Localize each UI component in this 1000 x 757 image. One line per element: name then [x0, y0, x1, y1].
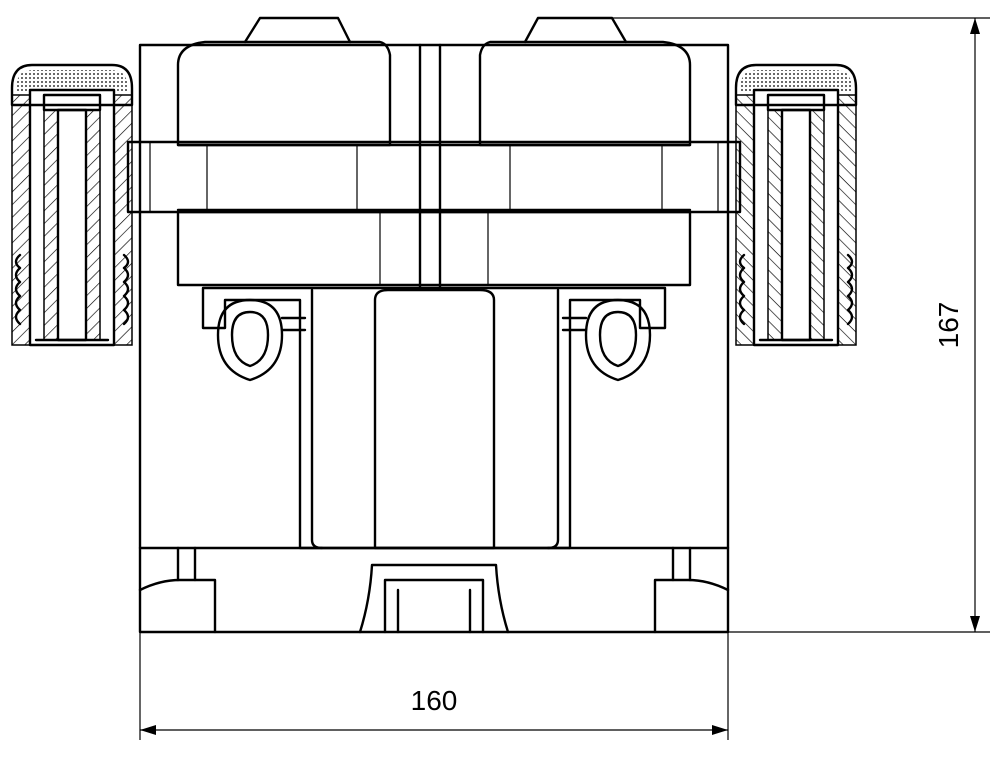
height-label: 167	[933, 302, 964, 349]
valve-body	[126, 16, 742, 634]
right-fitting	[734, 63, 858, 347]
left-fitting	[10, 63, 134, 347]
width-dimension: 160	[139, 632, 729, 740]
height-dimension: 167	[600, 17, 990, 633]
width-label: 160	[411, 685, 458, 716]
